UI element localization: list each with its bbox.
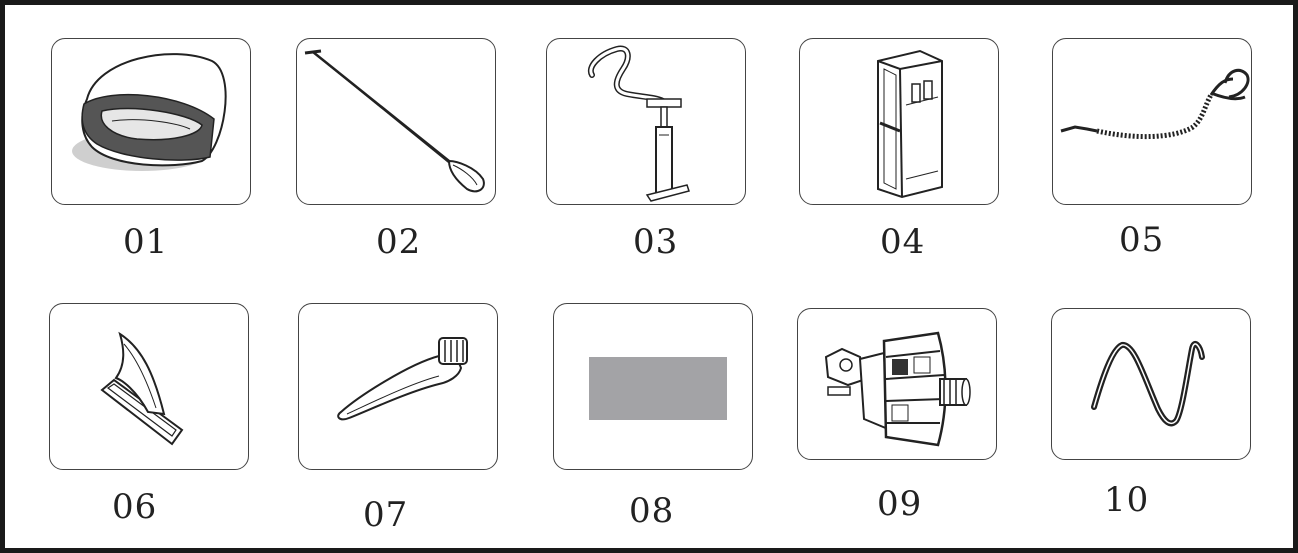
item-number-01: 01 bbox=[123, 222, 169, 262]
item-number-09: 09 bbox=[877, 484, 923, 524]
item-card-04 bbox=[799, 38, 999, 205]
item-card-03 bbox=[546, 38, 746, 205]
valve-wrench-icon bbox=[337, 337, 468, 421]
hand-pump-icon bbox=[587, 45, 690, 202]
item-card-08 bbox=[553, 303, 753, 470]
item-number-05: 05 bbox=[1119, 220, 1165, 260]
item-number-03: 03 bbox=[633, 222, 679, 262]
item-card-07 bbox=[298, 303, 498, 470]
item-card-06 bbox=[49, 303, 249, 470]
item-number-02: 02 bbox=[376, 222, 422, 262]
item-number-10: 10 bbox=[1104, 480, 1150, 520]
strap-icon bbox=[1091, 340, 1205, 427]
item-number-08: 08 bbox=[629, 491, 675, 531]
coil-leash-icon bbox=[1060, 68, 1250, 140]
item-number-07: 07 bbox=[363, 495, 409, 535]
backpack-icon bbox=[877, 49, 943, 199]
paddle-icon bbox=[304, 49, 485, 193]
item-card-05 bbox=[1052, 38, 1252, 205]
item-card-01 bbox=[51, 38, 251, 205]
item-number-06: 06 bbox=[112, 487, 158, 527]
gray-placeholder-icon bbox=[589, 357, 727, 420]
item-card-02 bbox=[296, 38, 496, 205]
item-number-04: 04 bbox=[880, 222, 926, 262]
item-card-09 bbox=[797, 308, 997, 460]
fin-icon bbox=[100, 331, 184, 446]
board-bag-icon bbox=[72, 53, 227, 171]
valve-adapter-icon bbox=[824, 331, 971, 447]
item-card-10 bbox=[1051, 308, 1251, 460]
